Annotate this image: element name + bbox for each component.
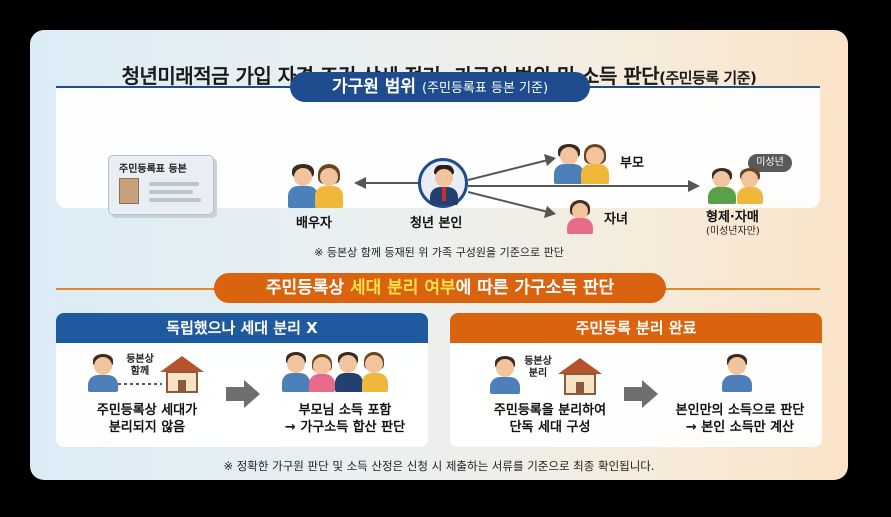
siblings-sublabel: (미성년자만) — [706, 226, 760, 237]
arrow-fan-icon — [468, 154, 700, 218]
id-card-line — [149, 190, 193, 194]
income-heading: 주민등록상 세대 분리 여부에 따른 가구소득 판단 — [214, 273, 666, 303]
panel-left-tag: 등본상 함께 — [126, 354, 154, 377]
title-sub: (주민등록 기준) — [659, 69, 757, 87]
family-icon — [282, 352, 392, 392]
panel-left-result-line: 부모님 소득 포함 — [298, 403, 392, 418]
house-icon — [558, 358, 602, 396]
self-label: 청년 본인 — [410, 216, 463, 231]
siblings-label: 형제·자매 — [706, 210, 759, 225]
dotted-link — [118, 383, 162, 385]
panel-separated-title: 주민등록 분리 완료 — [450, 313, 822, 343]
child-icon — [566, 200, 596, 234]
panel-right-result-line: → 본인 소득만 계산 — [685, 420, 795, 435]
panel-left-condition-line: 주민등록상 세대가 — [96, 403, 198, 418]
id-card-icon: 주민등록표 등본 — [108, 155, 214, 215]
panel-right-tag: 등본상 분리 — [524, 356, 552, 379]
id-card-photo — [119, 178, 139, 204]
household-note: ※ 등본상 함께 등재된 위 가족 구성원을 기준으로 판단 — [314, 246, 564, 259]
spouse-icon — [288, 164, 344, 208]
income-heading-pre: 주민등록상 — [265, 278, 350, 298]
children-label: 자녀 — [604, 212, 628, 227]
panel-right-condition-line: 단독 세대 구성 — [509, 420, 591, 435]
self-icon — [418, 158, 468, 208]
arrow-right-icon — [624, 380, 658, 408]
household-heading: 가구원 범위 (주민등록표 등본 기준) — [290, 72, 590, 102]
id-card-line — [149, 182, 199, 186]
parents-label: 부모 — [620, 156, 644, 171]
house-icon — [160, 356, 204, 394]
spouse-label: 배우자 — [296, 216, 332, 231]
siblings-icon — [708, 168, 768, 204]
self-icon — [722, 354, 752, 392]
household-heading-text: 가구원 범위 — [331, 77, 417, 97]
id-card-line — [149, 198, 201, 202]
self-icon — [490, 356, 520, 394]
panel-left-condition: 주민등록상 세대가 분리되지 않음 — [82, 402, 212, 436]
panel-left-condition-line: 분리되지 않음 — [108, 420, 186, 435]
panel-right-result-line: 본인만의 소득으로 판단 — [675, 403, 805, 418]
panel-right-condition-line: 주민등록을 분리하여 — [493, 403, 607, 418]
minor-badge: 미성년 — [748, 154, 792, 172]
self-icon — [88, 354, 118, 392]
id-card-label: 주민등록표 등본 — [119, 164, 187, 175]
panel-right-result: 본인만의 소득으로 판단 → 본인 소득만 계산 — [660, 402, 820, 436]
panel-not-separated-title: 독립했으나 세대 분리 X — [56, 313, 428, 343]
income-heading-highlight: 세대 분리 여부 — [349, 278, 456, 298]
arrow-left-icon — [354, 177, 418, 189]
panel-left-result-line: → 가구소득 합산 판단 — [284, 420, 406, 435]
household-heading-sub: (주민등록표 등본 기준) — [421, 81, 549, 96]
panel-right-condition: 주민등록을 분리하여 단독 세대 구성 — [480, 402, 620, 436]
sparkle-icon: ✦ — [806, 435, 820, 454]
income-heading-post: 에 따른 가구소득 판단 — [455, 278, 615, 298]
footer-note: ※ 정확한 가구원 판단 및 소득 산정은 신청 시 제출하는 서류를 기준으로… — [223, 459, 655, 473]
parents-icon — [554, 144, 610, 184]
arrow-right-icon — [226, 380, 260, 408]
panel-left-result: 부모님 소득 포함 → 가구소득 합산 판단 — [270, 402, 420, 436]
